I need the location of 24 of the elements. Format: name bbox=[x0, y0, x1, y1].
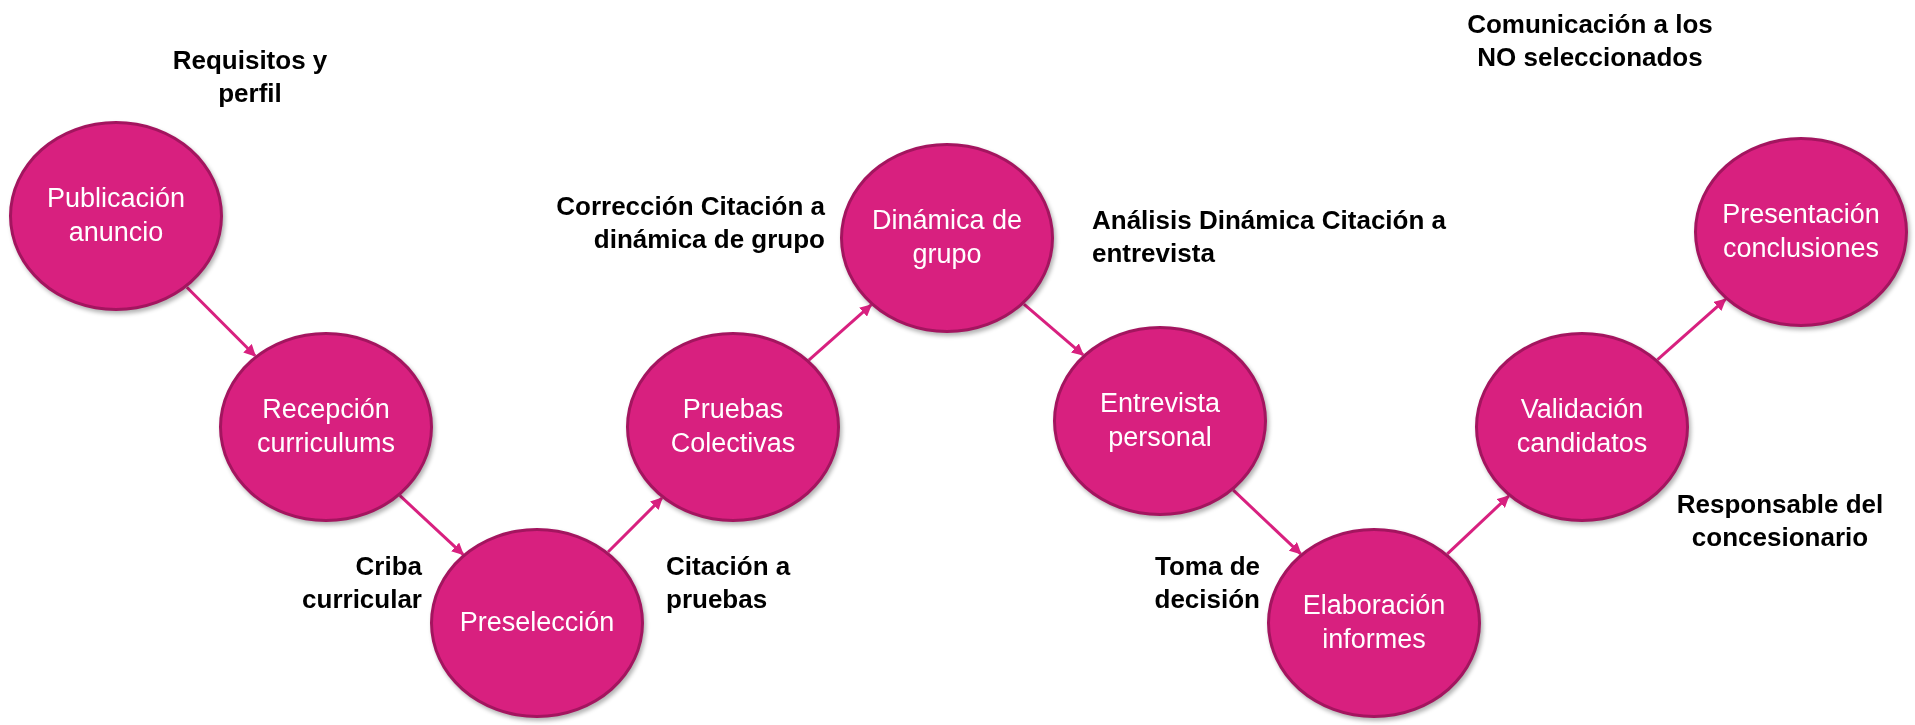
arrow bbox=[807, 303, 873, 362]
step-label: Preselección bbox=[458, 606, 616, 640]
step-label: Pruebas Colectivas bbox=[669, 393, 797, 460]
arrow bbox=[1656, 298, 1727, 361]
annotation-text: Responsable del concesionario bbox=[1675, 488, 1885, 553]
arrow bbox=[398, 494, 465, 556]
step-label: Publicación anuncio bbox=[45, 182, 187, 249]
step-label: Dinámica de grupo bbox=[870, 204, 1024, 271]
annotation-text: Requisitos y perfil bbox=[171, 44, 329, 109]
annotation-text: Corrección Citación a dinámica de grupo bbox=[555, 190, 825, 255]
step-label: Recepción curriculums bbox=[256, 393, 396, 460]
annotation-text: Citación a pruebas bbox=[666, 550, 792, 615]
arrow bbox=[1446, 495, 1510, 555]
step-label: Presentación conclusiones bbox=[1721, 198, 1881, 265]
step-label: Validación candidatos bbox=[1515, 393, 1649, 460]
annotation-text: Análisis Dinámica Citación a entrevista bbox=[1092, 204, 1447, 269]
step-label: Entrevista personal bbox=[1098, 387, 1222, 454]
arrow bbox=[1022, 302, 1085, 357]
annotation-text: Toma de decisión bbox=[1153, 550, 1260, 615]
annotation-text: Criba curricular bbox=[301, 550, 422, 615]
step-label: Elaboración informes bbox=[1301, 589, 1447, 656]
arrow bbox=[1232, 489, 1302, 555]
arrow bbox=[185, 286, 257, 357]
annotation-text: Comunicación a los NO seleccionados bbox=[1466, 8, 1714, 73]
